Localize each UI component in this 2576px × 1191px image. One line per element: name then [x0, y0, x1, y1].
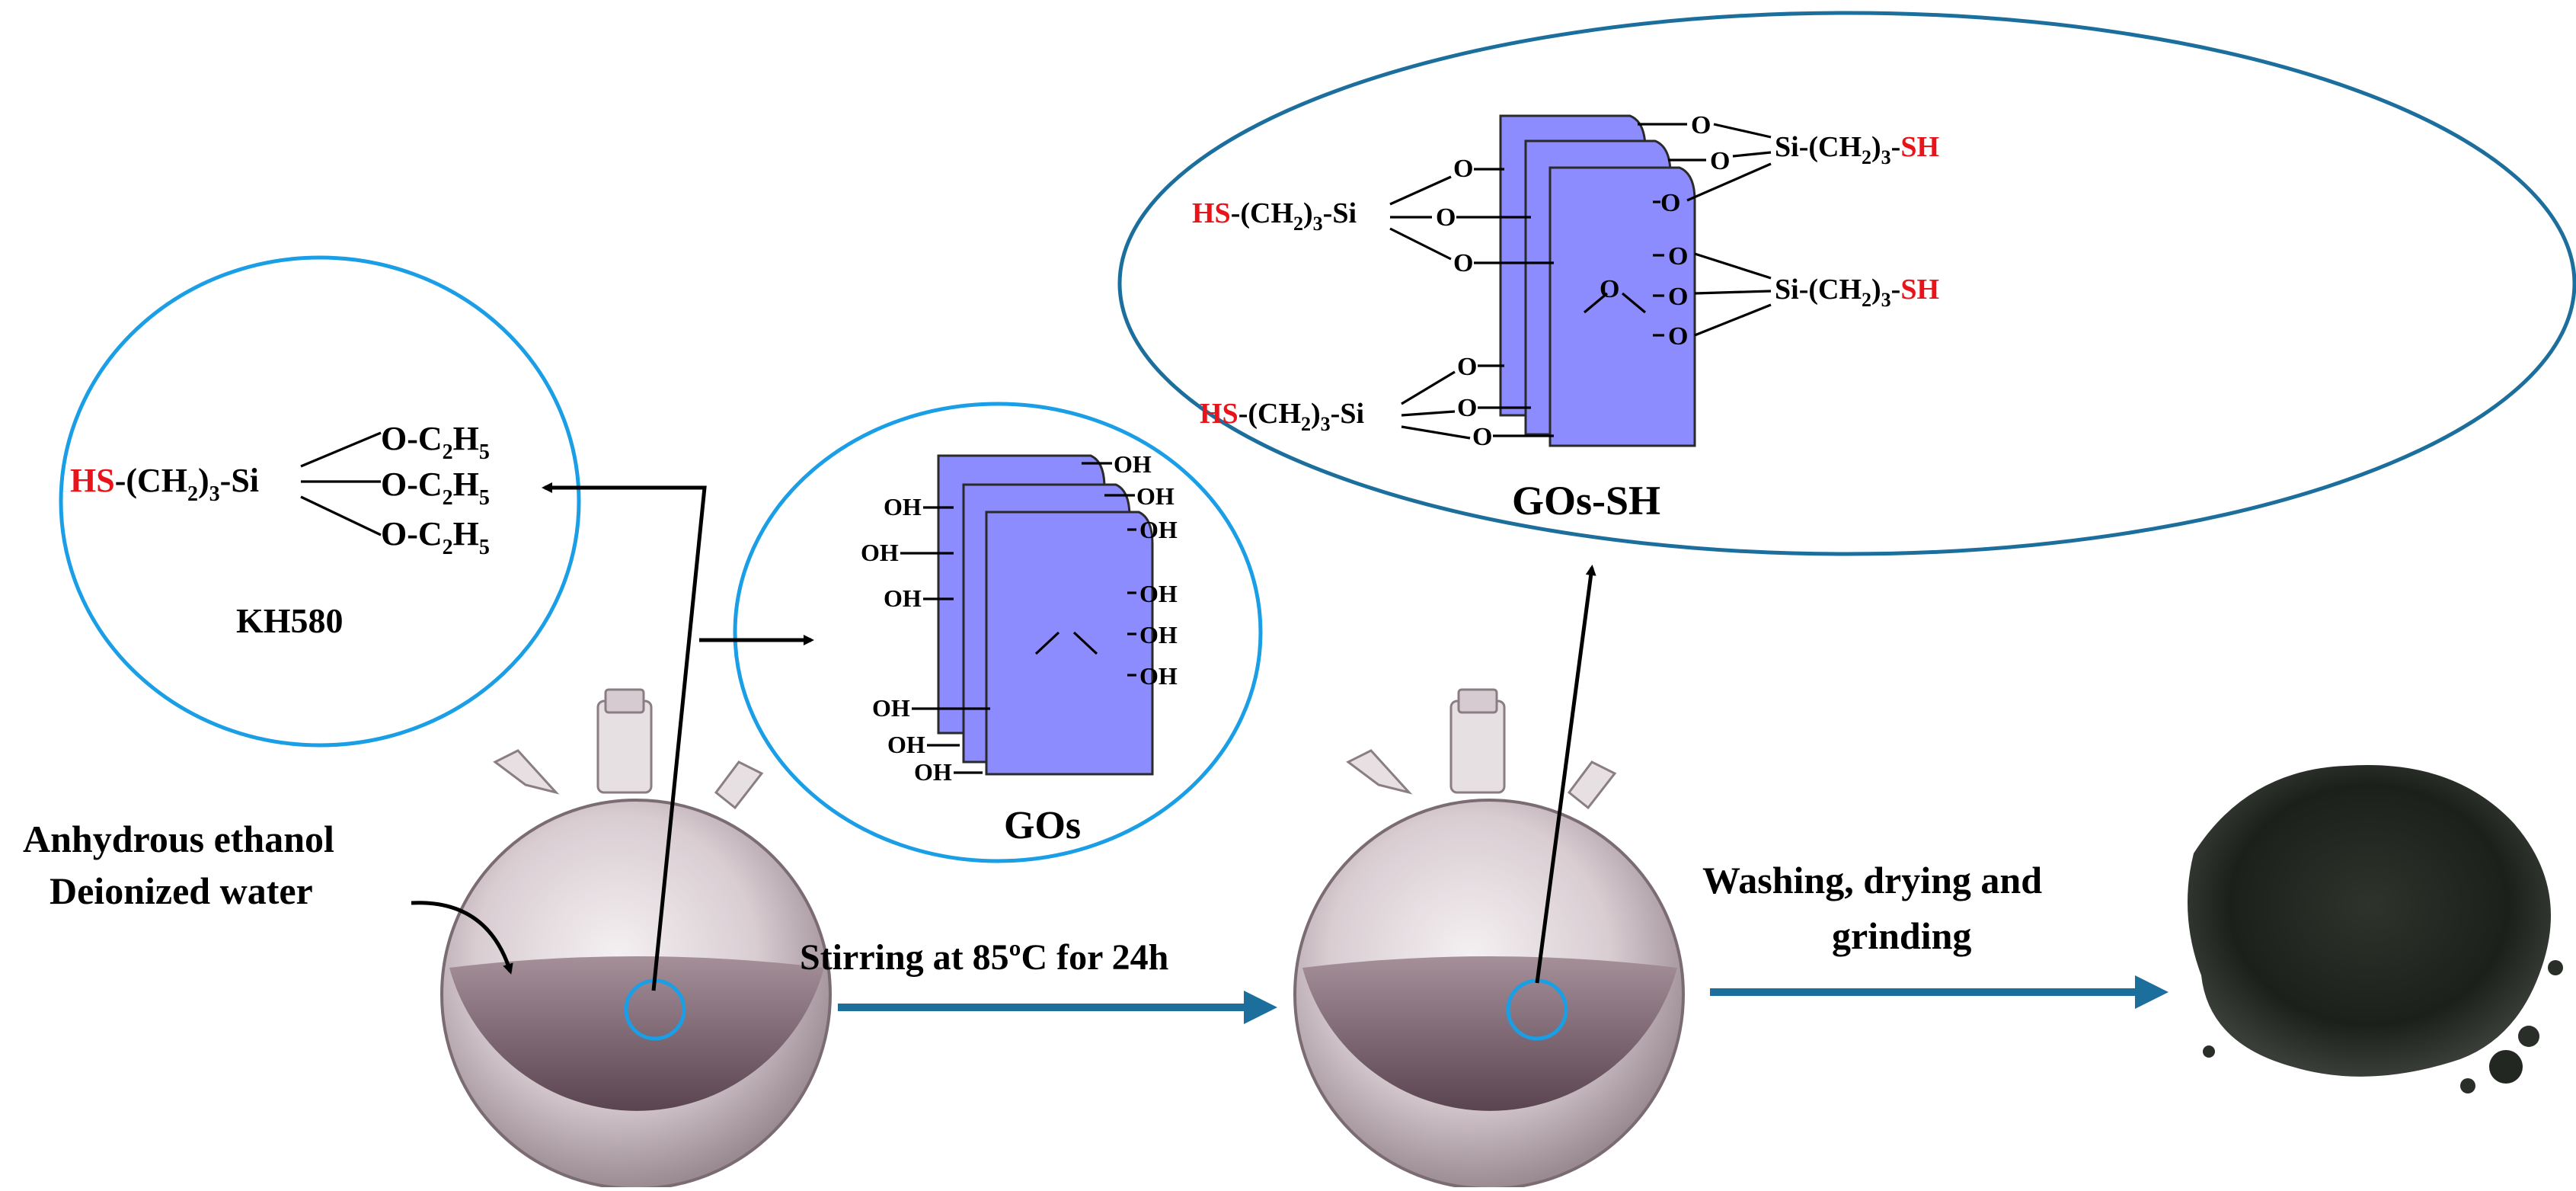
oh-10: OH: [872, 694, 910, 722]
epoxy-o: O: [1600, 275, 1619, 303]
svg-text:O: O: [1453, 155, 1473, 183]
oh-9: OH: [884, 584, 922, 612]
kh580-callout: HS-(CH2)3-Si O-C2H5 O-C2H5 O-C2H5 KH580: [59, 255, 581, 748]
svg-text:O: O: [1668, 242, 1688, 271]
svg-text:O: O: [1457, 394, 1477, 422]
svg-text:O: O: [1691, 111, 1711, 139]
svg-text:O: O: [1710, 147, 1730, 175]
oh-6: OH: [1139, 662, 1178, 690]
graphene-powder-image: [2188, 764, 2563, 1093]
gos-sh-ellipse: [1117, 11, 2576, 556]
kh580-formula: HS-(CH2)3-Si: [70, 462, 259, 506]
hs-si-upper: HS-(CH2)3-Si: [1192, 197, 1357, 235]
ethoxy-1: O-C2H5: [381, 420, 490, 464]
washing-label-2: grinding: [1832, 914, 1971, 957]
kh580-hs: HS: [70, 462, 115, 499]
gos-sh-callout: O O O O O O O Si-(CH2)3-SH Si-(CH2)3-SH …: [1117, 11, 2576, 556]
svg-text:O: O: [1668, 322, 1688, 351]
gos-sh-left-upper: HS-(CH2)3-Si O O O: [1192, 155, 1554, 277]
washing-label-1: Washing, drying and: [1702, 859, 2042, 901]
svg-text:O: O: [1668, 283, 1688, 311]
si-sh-middle: Si-(CH2)3-SH: [1775, 274, 1939, 311]
kh580-circle: [59, 255, 581, 748]
kh580-label: KH580: [236, 601, 344, 640]
svg-text:O: O: [1453, 249, 1473, 277]
solvent-label-1: Anhydrous ethanol: [23, 818, 334, 860]
ethoxy-2: O-C2H5: [381, 466, 490, 510]
flask-right: [1293, 688, 1685, 1190]
oh-3: OH: [1139, 516, 1178, 543]
svg-text:O: O: [1436, 203, 1456, 232]
ethoxy-3: O-C2H5: [381, 515, 490, 559]
oh-4: OH: [1139, 580, 1178, 607]
si-sh-top: Si-(CH2)3-SH: [1775, 131, 1939, 168]
arrow-solvent: [411, 901, 513, 975]
gos-circle: [733, 402, 1263, 863]
oh-8: OH: [861, 539, 899, 566]
gos-label: GOs: [1004, 804, 1081, 847]
hs-si-lower: HS-(CH2)3-Si: [1200, 398, 1364, 435]
gos-callout: OH OH OH OH OH OH OH OH OH OH OH OH GOs: [733, 402, 1263, 863]
arrow-to-kh580: [542, 482, 707, 991]
gos-sheets: [937, 454, 1154, 776]
gos-sh-sheets: O: [1499, 114, 1696, 447]
svg-text:O: O: [1457, 353, 1477, 381]
oh-2: OH: [1136, 482, 1175, 510]
oh-5: OH: [1139, 621, 1178, 648]
gos-sh-label: GOs-SH: [1512, 478, 1660, 523]
gos-sh-right-o-groups: O O O O O O: [1638, 111, 1772, 351]
gos-sh-left-lower: HS-(CH2)3-Si O O O: [1200, 353, 1554, 451]
epoxy-bond: [1034, 631, 1060, 655]
connector-arrows: [411, 482, 1596, 991]
oh-1: OH: [1114, 450, 1152, 478]
svg-text:O: O: [1472, 423, 1492, 451]
arrow-to-gos-sh: [1535, 565, 1596, 984]
flask-left: [440, 688, 832, 1190]
svg-text:O: O: [1660, 189, 1680, 217]
oh-12: OH: [914, 758, 952, 786]
kh580-ethoxy-groups: O-C2H5 O-C2H5 O-C2H5: [381, 420, 490, 559]
stirring-label: Stirring at 85ºC for 24h: [800, 937, 1168, 978]
gos-hydroxyl-groups: OH OH OH OH OH OH OH OH OH OH OH OH: [861, 450, 1178, 786]
oh-7: OH: [884, 493, 922, 520]
oh-11: OH: [887, 731, 925, 758]
solvent-label-2: Deionized water: [50, 869, 313, 912]
